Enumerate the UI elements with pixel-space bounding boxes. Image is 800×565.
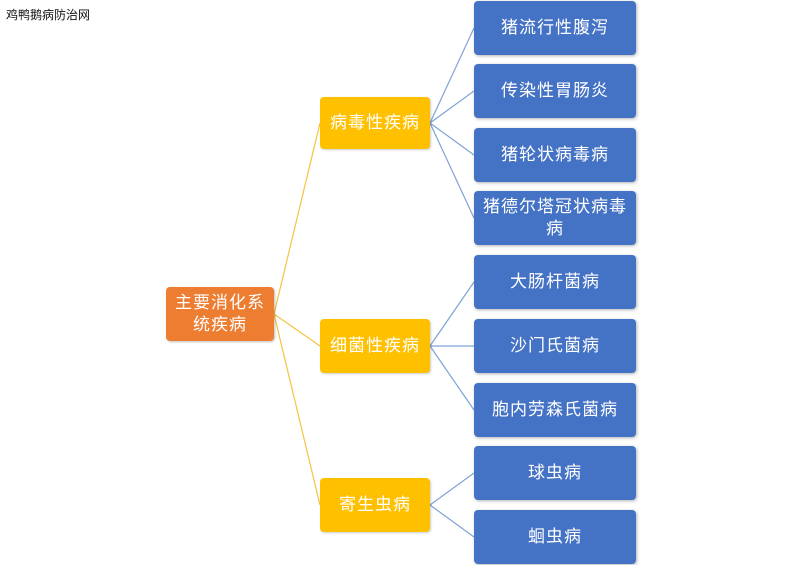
leaf-label: 蛔虫病 [528, 526, 582, 547]
root-category-link [273, 313, 321, 347]
category-label: 细菌性疾病 [330, 335, 420, 356]
leaf-node: 猪轮状病毒病 [474, 128, 636, 182]
root-node: 主要消化系统疾病 [166, 287, 274, 341]
root-to-category-links [273, 122, 321, 506]
leaf-node: 猪德尔塔冠状病毒病 [474, 191, 636, 245]
leaf-label: 胞内劳森氏菌病 [492, 399, 618, 420]
leaf-node: 球虫病 [474, 446, 636, 500]
category-leaf-link [429, 281, 475, 347]
root-category-link [273, 313, 321, 506]
category-label: 病毒性疾病 [330, 112, 420, 133]
category-leaf-link [429, 27, 475, 124]
leaf-label: 传染性胃肠炎 [501, 80, 609, 101]
category-leaf-link [429, 122, 475, 219]
category-to-leaf-links [429, 27, 475, 538]
leaf-node: 蛔虫病 [474, 510, 636, 564]
category-leaf-link [429, 504, 475, 538]
category-leaf-link [429, 122, 475, 156]
category-leaf-link [429, 345, 475, 411]
leaf-node: 猪流行性腹泻 [474, 1, 636, 55]
leaf-node: 大肠杆菌病 [474, 255, 636, 309]
leaf-label: 球虫病 [528, 462, 582, 483]
leaf-label: 大肠杆菌病 [510, 271, 600, 292]
leaf-label: 沙门氏菌病 [510, 335, 600, 356]
leaf-label: 猪轮状病毒病 [501, 144, 609, 165]
category-node-bacterial: 细菌性疾病 [320, 319, 430, 373]
category-leaf-link [429, 90, 475, 124]
leaf-node: 传染性胃肠炎 [474, 64, 636, 118]
category-node-parasitic: 寄生虫病 [320, 478, 430, 532]
category-node-viral: 病毒性疾病 [320, 97, 430, 149]
site-watermark: 鸡鸭鹅病防治网 [6, 8, 91, 22]
root-label: 主要消化系统疾病 [175, 292, 265, 335]
leaf-node: 胞内劳森氏菌病 [474, 383, 636, 437]
leaf-label: 猪德尔塔冠状病毒病 [483, 196, 627, 239]
category-label: 寄生虫病 [339, 494, 411, 515]
leaf-label: 猪流行性腹泻 [501, 17, 609, 38]
root-category-link [273, 122, 321, 315]
leaf-node: 沙门氏菌病 [474, 319, 636, 373]
category-leaf-link [429, 472, 475, 506]
